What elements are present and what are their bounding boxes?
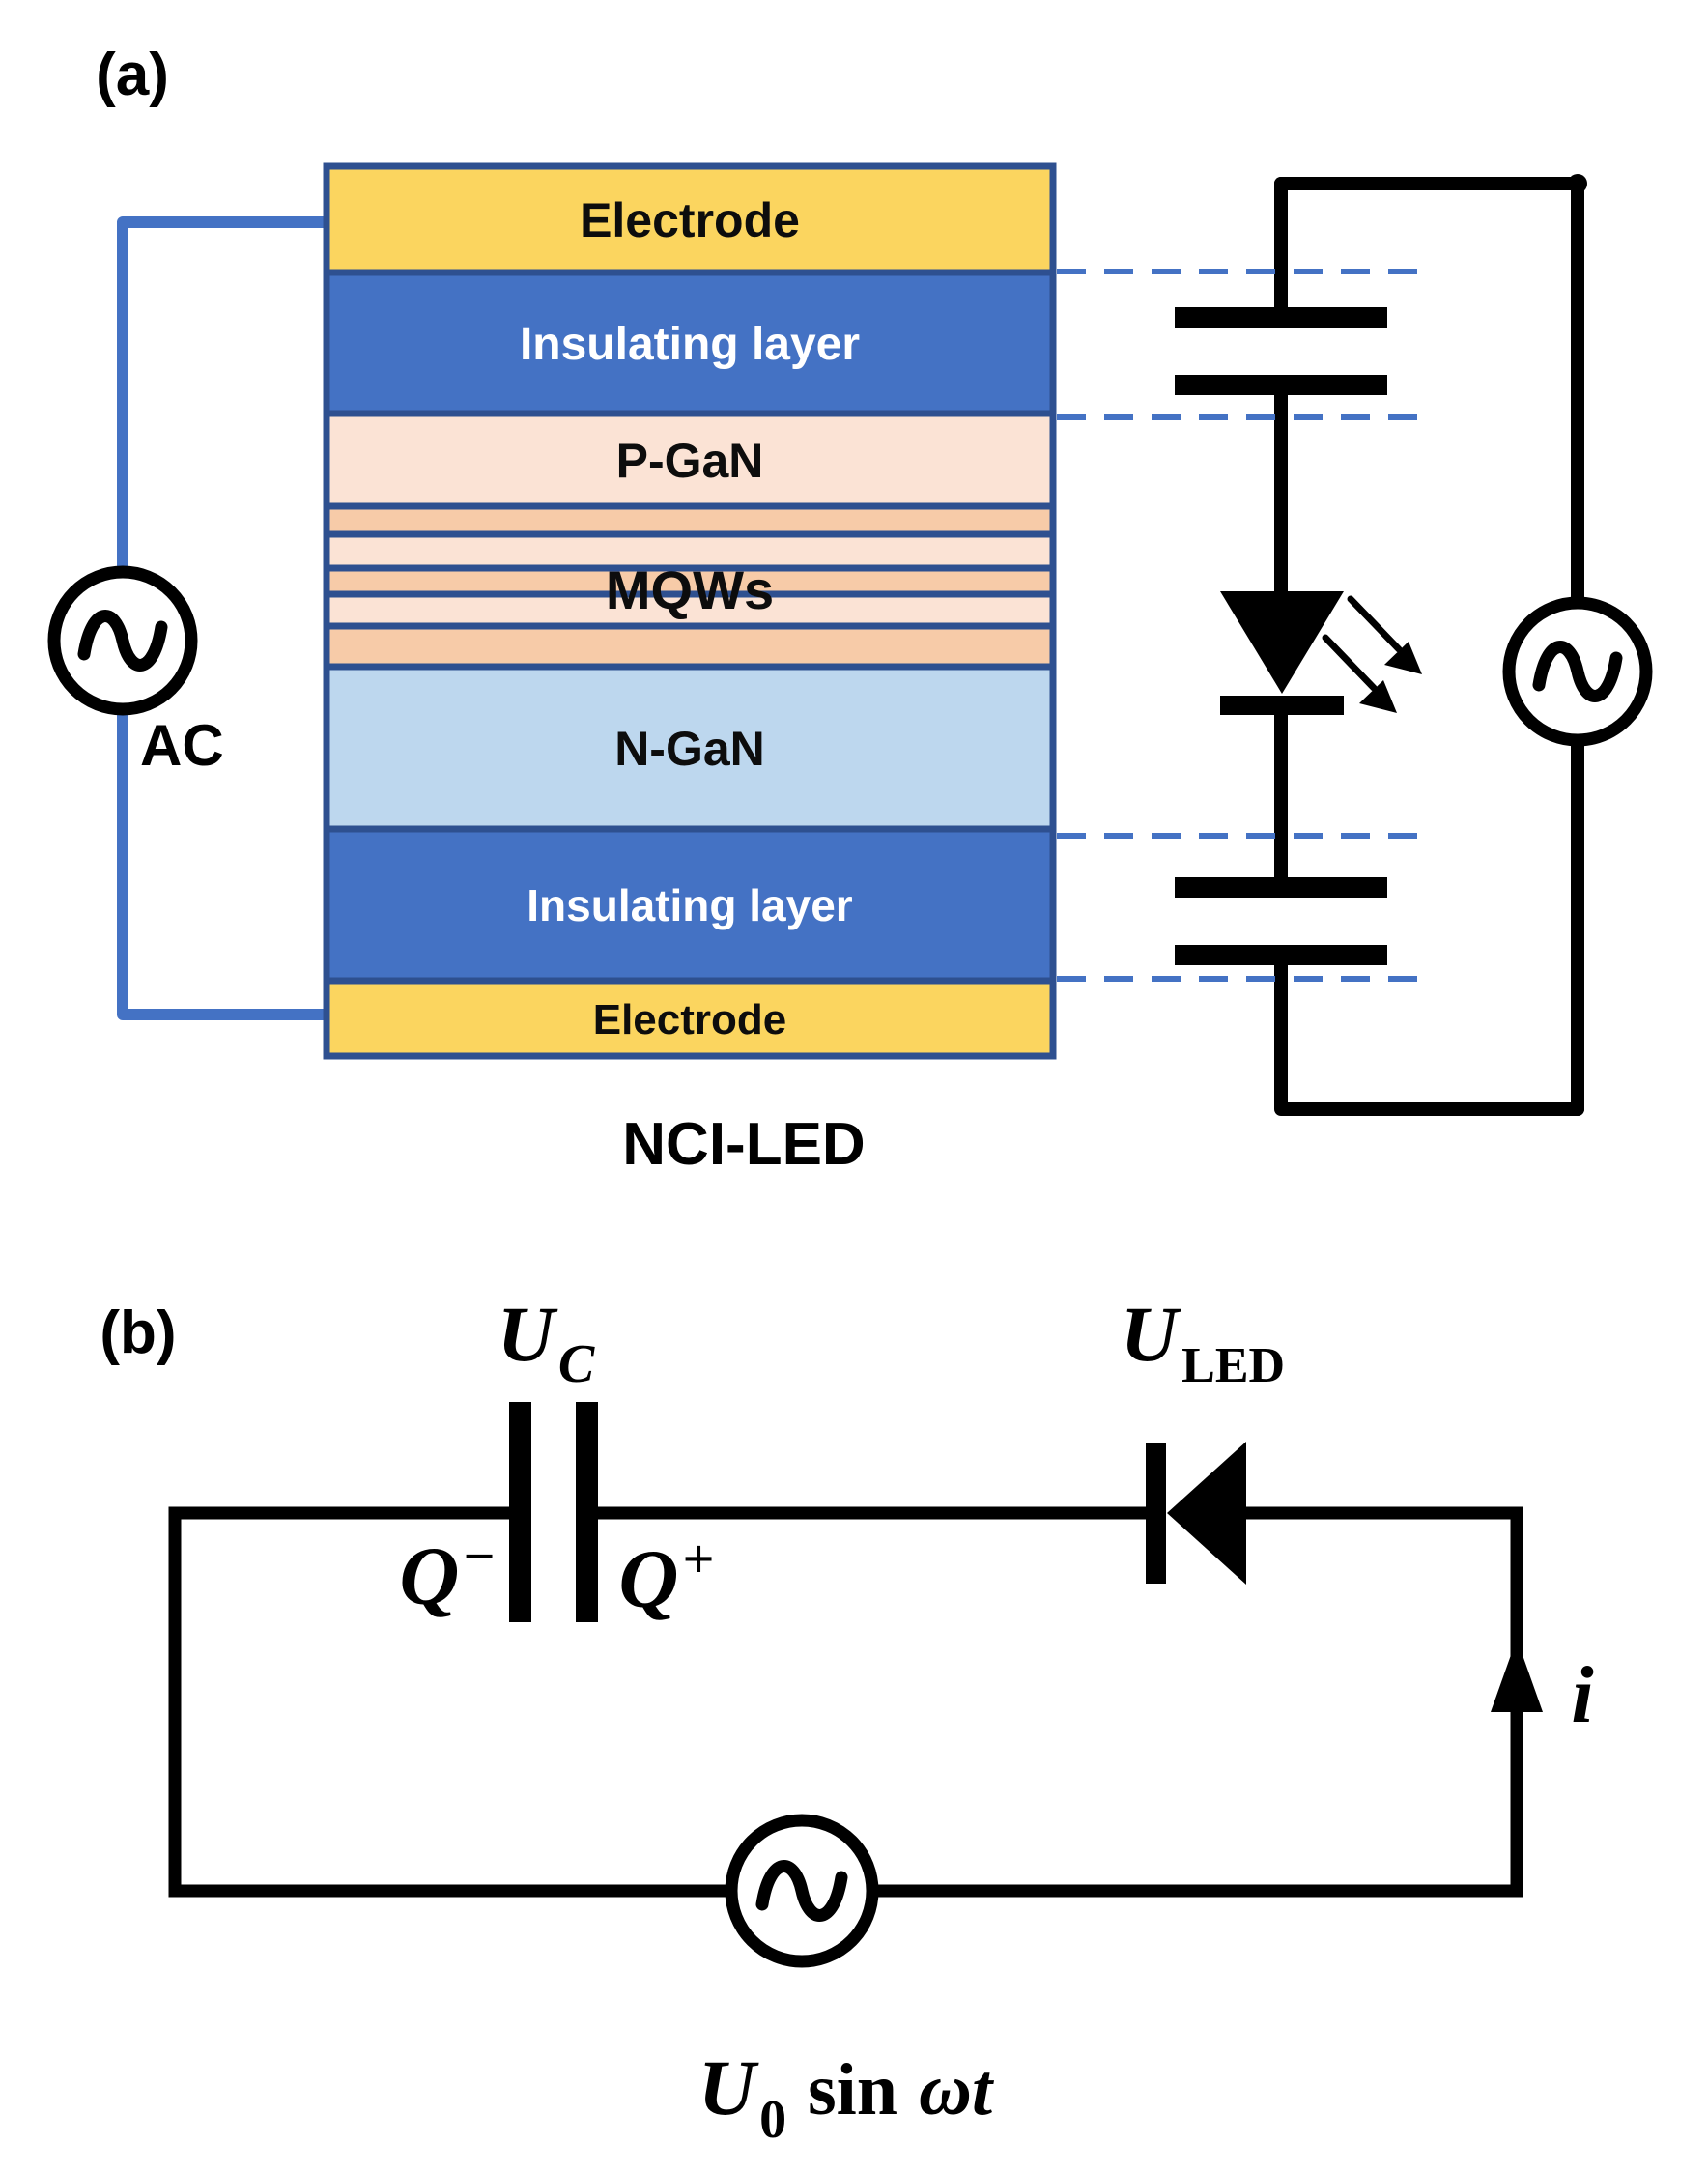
circuit-bottom-wire	[1274, 958, 1584, 1116]
ac-source-label: AC	[140, 713, 224, 778]
ac-source-icon	[1502, 596, 1653, 747]
layer-label-mqws: MQWs	[606, 559, 774, 620]
mqw-stripe	[323, 502, 1057, 538]
panel-a-label: (a)	[96, 42, 169, 108]
led-icon	[1220, 591, 1422, 715]
q-plus-label: Q +	[618, 1528, 714, 1625]
mqw-stripe	[323, 530, 1057, 572]
layer-label-insulating-bottom: Insulating layer	[527, 880, 853, 930]
capacitor-plate	[576, 1402, 598, 1622]
panel-a: (a) Electrode Insulating layer P-GaN MQW…	[47, 42, 1653, 1178]
equivalent-circuit	[1175, 174, 1653, 1116]
layer-insulating-bottom	[323, 825, 1057, 985]
diode-cathode-bar	[1146, 1443, 1166, 1584]
source-label: U 0 sin ωt	[698, 2043, 995, 2150]
junction-dot	[1568, 174, 1587, 193]
layer-insulating-top	[323, 269, 1057, 417]
ac-source-icon	[47, 565, 198, 716]
capacitor-plate	[1175, 945, 1387, 965]
layer-label-ngan: N-GaN	[614, 722, 765, 776]
ac-source-icon	[725, 1814, 879, 1968]
mqw-stripe	[323, 590, 1057, 630]
capacitor-plate	[1175, 307, 1387, 328]
layer-electrode-bottom	[323, 977, 1057, 1060]
led-cathode-bar	[1220, 696, 1344, 715]
uc-label: U C	[498, 1290, 595, 1394]
capacitor-plate	[1175, 375, 1387, 395]
layer-label-electrode-bottom: Electrode	[593, 996, 787, 1043]
current-label: i	[1571, 1650, 1593, 1740]
panel-b-label: (b)	[100, 1300, 176, 1366]
device-stack	[323, 162, 1057, 1060]
layer-label-electrode-top: Electrode	[580, 193, 800, 247]
circuit-left-loop	[168, 1506, 738, 1898]
emission-arrow-icon	[1322, 595, 1422, 713]
mqw-stripe	[323, 622, 1057, 671]
dashed-link-lines	[1057, 269, 1430, 982]
uled-label: U LED	[1121, 1290, 1285, 1393]
layer-label-insulating-top: Insulating layer	[520, 319, 860, 370]
circuit-right-loop	[866, 1506, 1523, 1898]
capacitor-bottom-icon	[1175, 877, 1387, 965]
capacitor-icon	[509, 1402, 598, 1622]
current-arrow-icon	[1491, 1639, 1543, 1712]
capacitor-top-icon	[1175, 307, 1387, 395]
capacitor-plate	[509, 1402, 531, 1622]
led-triangle	[1220, 591, 1344, 694]
q-minus-label: Q −	[399, 1525, 495, 1622]
layer-label-pgan: P-GaN	[616, 434, 764, 488]
capacitor-plate	[1175, 877, 1387, 898]
diode-triangle	[1167, 1442, 1246, 1585]
diode-icon	[1146, 1442, 1246, 1585]
device-name-label: NCI-LED	[622, 1111, 865, 1178]
layer-ngan	[323, 663, 1057, 833]
panel-b: (b) U C U LED Q	[100, 1290, 1593, 2150]
